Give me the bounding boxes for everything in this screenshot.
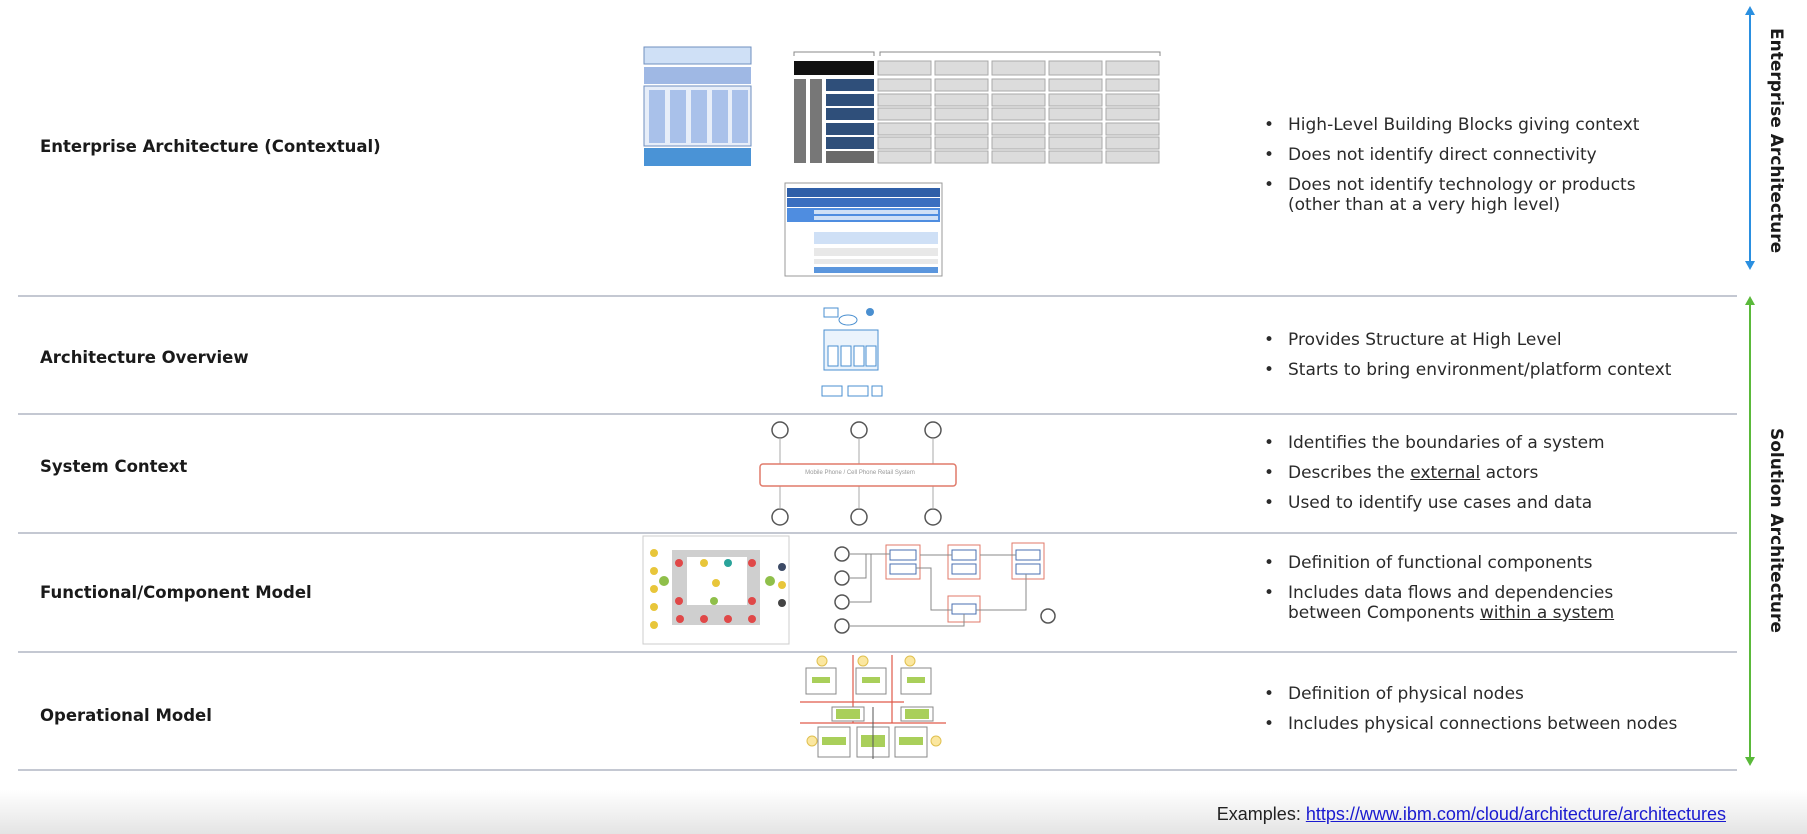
bullet-item: Definition of physical nodes: [1262, 679, 1677, 709]
security-capabilities-grid-thumbnail: [793, 51, 1161, 164]
overview-bullets: Provides Structure at High Level Starts …: [1262, 325, 1671, 385]
bullet-item: High-Level Building Blocks giving contex…: [1262, 110, 1639, 140]
enterprise-security-stack-thumbnail: [643, 46, 752, 166]
section-divider: [18, 295, 1737, 297]
bullet-text: Definition of functional components: [1288, 553, 1593, 573]
row-label-architecture-overview: Architecture Overview: [40, 348, 249, 367]
bullet-item: Does not identify direct connectivity: [1262, 140, 1639, 170]
bullet-item: Used to identify use cases and data: [1262, 488, 1605, 518]
bullet-text: Does not identify direct connectivity: [1288, 145, 1597, 165]
row-label-system-context: System Context: [40, 457, 188, 476]
bullet-text: Identifies the boundaries of a system: [1288, 433, 1605, 453]
section-divider: [18, 769, 1737, 771]
bullet-text: Starts to bring environment/platform con…: [1288, 360, 1672, 380]
system-context-caption: Mobile Phone / Cell Phone Retail System: [805, 470, 915, 476]
enterprise-architecture-label: Enterprise Architecture: [1766, 28, 1786, 254]
bullet-item: Provides Structure at High Level: [1262, 325, 1671, 355]
solution-span-arrow: [1745, 296, 1755, 766]
enterprise-span-arrow: [1745, 6, 1755, 270]
bullet-item: Starts to bring environment/platform con…: [1262, 355, 1671, 385]
section-divider: [18, 651, 1737, 653]
bullet-item: Identifies the boundaries of a system: [1262, 428, 1605, 458]
enterprise-bullets: High-Level Building Blocks giving contex…: [1262, 110, 1639, 216]
bullet-text: High-Level Building Blocks giving contex…: [1288, 115, 1640, 135]
architecture-overview-thumbnail: [821, 307, 883, 397]
operational-bullets: Definition of physical nodes Includes ph…: [1262, 679, 1677, 739]
examples-footer: Examples: https://www.ibm.com/cloud/arch…: [1217, 804, 1726, 825]
bullet-text: Provides Structure at High Level: [1288, 330, 1562, 350]
bullet-text: between Components: [1288, 603, 1480, 623]
enterprise-reference-architecture-thumbnail: [784, 182, 943, 277]
system-context-bullets: Identifies the boundaries of a system De…: [1262, 428, 1605, 518]
operational-model-thumbnail: [800, 655, 946, 759]
bullet-item: Definition of functional components: [1262, 548, 1614, 578]
examples-label: Examples:: [1216, 804, 1306, 824]
bullet-text: (other than at a very high level): [1288, 195, 1561, 215]
bullet-text: actors: [1480, 463, 1539, 483]
row-label-enterprise-architecture: Enterprise Architecture (Contextual): [40, 137, 381, 156]
footer-band: [0, 790, 1807, 834]
bullet-item: Describes the external actors: [1262, 458, 1605, 488]
bullet-text: Describes the: [1288, 463, 1411, 483]
bullet-text: Includes data flows and dependencies: [1288, 583, 1614, 603]
row-label-operational-model: Operational Model: [40, 706, 212, 725]
row-label-functional-component-model: Functional/Component Model: [40, 583, 312, 602]
bullet-item: Does not identify technology or products…: [1262, 170, 1639, 216]
bullet-item: Includes data flows and dependenciesbetw…: [1262, 578, 1614, 624]
bullet-text: Used to identify use cases and data: [1288, 493, 1593, 513]
functional-flow-thumbnail: [642, 535, 790, 645]
component-model-thumbnail: [834, 542, 1056, 634]
solution-architecture-label: Solution Architecture: [1766, 428, 1786, 633]
examples-link[interactable]: https://www.ibm.com/cloud/architecture/a…: [1305, 804, 1726, 824]
bullet-text: Does not identify technology or products: [1288, 175, 1636, 195]
functional-bullets: Definition of functional components Incl…: [1262, 548, 1614, 624]
system-context-thumbnail: [759, 421, 957, 526]
bullet-emphasis: external: [1410, 463, 1481, 483]
bullet-emphasis: within a system: [1479, 603, 1615, 623]
bullet-text: Definition of physical nodes: [1288, 684, 1524, 704]
section-divider: [18, 532, 1737, 534]
bullet-text: Includes physical connections between no…: [1288, 714, 1678, 734]
section-divider: [18, 413, 1737, 415]
bullet-item: Includes physical connections between no…: [1262, 709, 1677, 739]
